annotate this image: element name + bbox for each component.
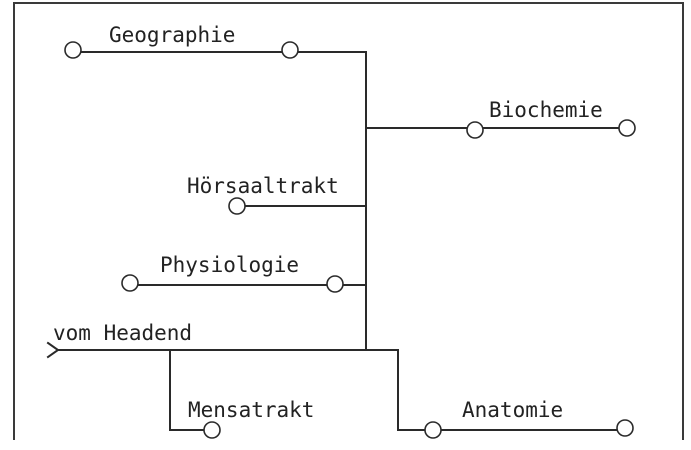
anatomie-end-node <box>616 419 634 437</box>
node-labels: Geographie Biochemie Hörsaaltrakt Physio… <box>53 23 603 422</box>
biochemie-end-node <box>618 119 636 137</box>
label-headend: vom Headend <box>53 321 192 345</box>
terminal-nodes <box>64 41 636 439</box>
hoersaaltrakt-node <box>228 197 246 215</box>
physiologie-end-node <box>326 275 344 293</box>
diagram-frame <box>13 2 684 440</box>
mensatrakt-node <box>203 421 221 439</box>
headend-input-arrow <box>46 341 60 359</box>
physiologie-start-node <box>121 274 139 292</box>
label-biochemie: Biochemie <box>489 98 603 122</box>
label-geographie: Geographie <box>109 23 235 47</box>
label-anatomie: Anatomie <box>462 398 563 422</box>
anatomie-start-node <box>424 421 442 439</box>
geographie-end-node <box>281 41 299 59</box>
biochemie-start-node <box>466 121 484 139</box>
label-mensatrakt: Mensatrakt <box>188 398 314 422</box>
label-hoersaaltrakt: Hörsaaltrakt <box>187 174 339 198</box>
cable-lines <box>57 51 621 431</box>
label-physiologie: Physiologie <box>160 253 299 277</box>
geographie-start-node <box>64 41 82 59</box>
